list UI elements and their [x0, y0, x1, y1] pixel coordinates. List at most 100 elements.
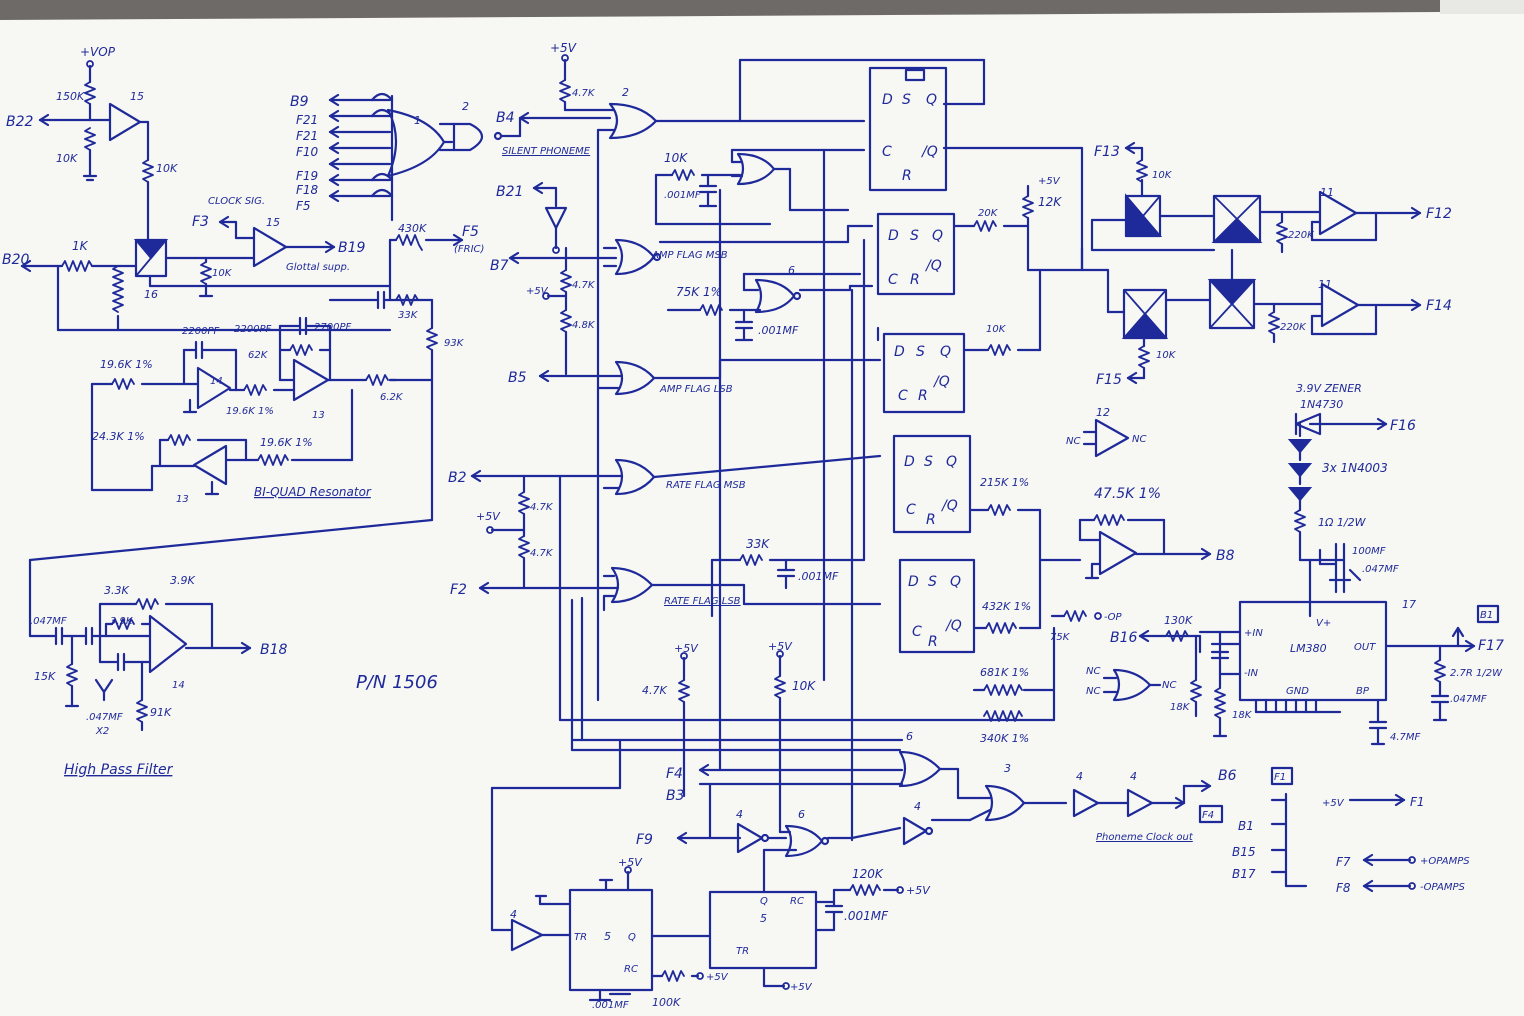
label-c001c: .001MF: [798, 570, 839, 583]
label-diodes: 3x 1N4003: [1322, 461, 1388, 475]
label-r62b: 6.2K: [380, 392, 404, 403]
analog-switches: [1080, 141, 1422, 458]
ff7-d: D: [882, 92, 893, 108]
label-ic5a: 5: [604, 930, 611, 943]
flipflop-pins: D S Q C R /Q D S Q C R /Q D S Q C R /Q D…: [882, 92, 962, 650]
label-amp-lsb: AMP FLAG LSB: [659, 384, 733, 395]
label-v5-g: +5V: [618, 856, 643, 869]
label-v5-c: +5V: [476, 510, 501, 523]
label-f14: F14: [1426, 298, 1452, 314]
label-vop: +VOP: [80, 45, 116, 59]
label-nc1: NC: [1066, 436, 1080, 447]
label-hpf: High Pass Filter: [64, 762, 174, 778]
label-r39hp-b: 3.9K: [110, 616, 134, 627]
label-lm380: LM380: [1290, 642, 1327, 655]
label-b22: B22: [6, 114, 34, 130]
label-b20: B20: [2, 252, 30, 268]
label-f4: F4: [666, 766, 683, 782]
power-amp: [1102, 412, 1500, 746]
label-r681k: 681K 1%: [980, 666, 1029, 679]
label-r340k: 340K 1%: [980, 732, 1029, 745]
label-r243: 24.3K 1%: [92, 430, 145, 443]
label-ic6a: 6: [788, 264, 795, 277]
label-f5b: F5: [462, 224, 479, 240]
label-r10k-f: 10K: [792, 679, 816, 693]
label-b17: B17: [1232, 867, 1256, 881]
label-bp: BP: [1356, 686, 1370, 697]
label-r196c: 19.6K 1%: [260, 436, 313, 449]
ff7-q: Q: [926, 92, 937, 108]
label-r150k: 150K: [56, 90, 85, 103]
label-b16: B16: [1110, 630, 1138, 646]
label-nc5: NC: [1162, 680, 1176, 691]
label-b4: B4: [496, 110, 515, 126]
label-r47k-e: 4.7K: [642, 684, 667, 697]
labels: +VOP 150K B22 10K 15 10K 1K B20 16 10K C…: [2, 41, 1504, 1011]
label-out: OUT: [1354, 642, 1376, 653]
flip-flops: [868, 66, 1212, 722]
label-q-a: Q: [628, 932, 636, 943]
label-f17: F17: [1478, 638, 1504, 654]
label-f12: F12: [1426, 206, 1452, 222]
label-rate-msb: RATE FLAG MSB: [666, 480, 746, 491]
label-f2: F2: [450, 582, 467, 598]
label-c047hp: .047MF: [30, 616, 67, 627]
label-b21: B21: [496, 184, 523, 200]
label-q-b: Q: [760, 896, 768, 907]
label-r91k: 91K: [150, 706, 172, 719]
phoneme-mux: [328, 92, 612, 222]
label-r1k: 1K: [72, 239, 89, 253]
label-ic2b: 2: [622, 86, 629, 99]
label-ic14a: 14: [210, 376, 223, 387]
label-r10k-a: 10K: [56, 152, 78, 165]
label-ic15b: 15: [266, 216, 280, 229]
label-silent: SILENT PHONEME: [502, 146, 591, 157]
label-ic3: 3: [1004, 762, 1011, 775]
label-ic4a: 4: [1076, 770, 1083, 783]
label-tr-a: TR: [574, 932, 587, 943]
label-nc3: NC: [1086, 666, 1100, 677]
label-in4730: 1N4730: [1300, 398, 1343, 411]
ff11-q: Q: [950, 574, 961, 590]
label-v5-e: +5V: [768, 640, 793, 653]
label-f21b: F21: [296, 129, 318, 143]
label-r1ohm: 1Ω 1/2W: [1318, 516, 1367, 529]
label-r18k-b: 18K: [1232, 710, 1253, 721]
ff10-c: C: [906, 502, 916, 518]
label-b6: B6: [1218, 768, 1237, 784]
label-b5: B5: [508, 370, 527, 386]
label-ic4d: 4: [736, 808, 743, 821]
ff11-d: D: [908, 574, 919, 590]
label-part-number: P/N 1506: [356, 672, 438, 693]
label-v5-d: +5V: [674, 642, 699, 655]
label-r33k-b: 33K: [746, 537, 770, 551]
label-c2700: 2700PF: [314, 322, 351, 333]
label-f5a: F5: [296, 199, 311, 213]
label-r432k: 432K 1%: [982, 600, 1031, 613]
ff11-qb: /Q: [944, 618, 962, 634]
label-ic14b: 14: [172, 680, 185, 691]
label-r10k-g: 10K: [1152, 170, 1173, 181]
label-r10k-c: 10K: [212, 268, 233, 279]
label-r39hp: 3.9K: [170, 574, 195, 587]
label-r196a: 19.6K 1%: [100, 358, 153, 371]
label-c001b: .001MF: [758, 324, 799, 337]
label-r93k: 93K: [444, 338, 465, 349]
label-ic11a: 11: [1320, 186, 1334, 199]
label-ic6b: 6: [906, 730, 913, 743]
ff11-r: R: [928, 634, 938, 650]
label-clock-sig: CLOCK SIG.: [208, 196, 265, 207]
label-r430k: 430K: [398, 222, 427, 235]
label-r47k-b: 4.7K: [572, 280, 596, 291]
high-pass-filter: [28, 598, 252, 732]
label-r130k: 130K: [1164, 614, 1193, 627]
label-c047b: .047MF: [1450, 694, 1487, 705]
label-v5-f: +5V: [1038, 176, 1061, 187]
label-c001e: .001MF: [592, 1000, 629, 1011]
label-f4box: F4: [1202, 810, 1214, 821]
label-b18: B18: [260, 642, 288, 658]
label-r15k: 15K: [34, 670, 56, 683]
ff7-r: R: [902, 168, 912, 184]
label-ic4e: 4: [510, 908, 517, 921]
